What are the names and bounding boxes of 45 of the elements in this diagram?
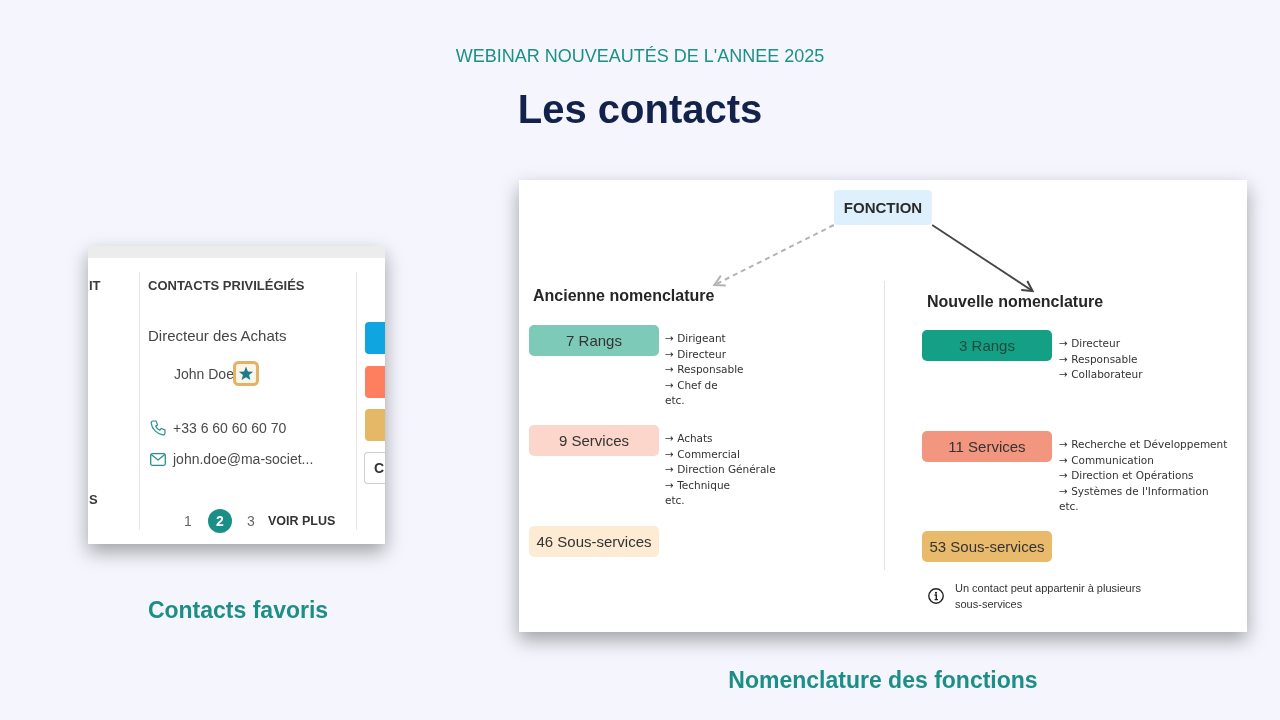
list-item: → Collaborateur — [1059, 367, 1143, 383]
page-number: 3 — [247, 513, 255, 529]
count-box: 53 Sous-services — [922, 531, 1052, 562]
caption-text: Nomenclature des fonctions — [728, 667, 1038, 694]
list-item: → Chef de — [665, 377, 719, 393]
page-number: 1 — [184, 513, 192, 529]
column-heading: IT — [89, 278, 101, 293]
slide-title: Les contacts — [517, 87, 763, 132]
column-heading: CONTACTS PRIVILÉGIÉS — [148, 278, 305, 293]
list-item: → Dirigeant — [665, 331, 727, 346]
job-title: Directeur des Achats — [148, 327, 287, 344]
list-item: → Recherche et Développement — [1059, 437, 1228, 452]
list-item: → Direction et Opérations — [1059, 468, 1195, 484]
section-heading: Ancienne nomenclature — [533, 285, 715, 307]
list-item: → Achats — [665, 431, 714, 446]
contact-name: John Doe — [174, 366, 234, 382]
list-item: → Directeur — [665, 346, 727, 362]
webinar-heading: WEBINAR NOUVEAUTÉS DE L'ANNEE 2025 — [455, 46, 825, 67]
category-tag: FONCTION — [833, 190, 933, 225]
list-item: → Technique — [665, 477, 731, 493]
list-item: → Directeur — [1059, 336, 1121, 351]
list-item: → Communication — [1059, 452, 1155, 468]
section-heading: Nouvelle nomenclature — [927, 291, 1104, 313]
note-text: Un contact peut appartenir à plusieurs sous-services — [955, 581, 1142, 612]
list-item: → Direction Générale — [665, 462, 776, 478]
count-box: 46 Sous-services — [529, 526, 659, 557]
list-item: → Responsable — [665, 362, 744, 378]
more-link: VOIR PLUS — [268, 514, 336, 528]
list-item: etc. — [665, 493, 686, 509]
arrow — [931, 224, 1034, 292]
more-link: S — [89, 492, 98, 507]
list-item: → Systèmes de l'Information — [1059, 483, 1210, 499]
count-box: 11 Services — [922, 431, 1052, 462]
email-address: john.doe@ma-societ... — [173, 451, 314, 467]
dashed-arrow — [713, 224, 835, 287]
phone-number: +33 6 60 60 60 70 — [173, 420, 287, 436]
list-item: → Responsable — [1059, 351, 1139, 367]
list-item: etc. — [1059, 499, 1080, 515]
count-box: 9 Services — [529, 425, 659, 456]
list-item: → Commercial — [665, 446, 741, 462]
action-button: C — [364, 452, 385, 484]
caption-text: Contacts favoris — [147, 597, 329, 624]
count-box: 3 Rangs — [922, 330, 1052, 361]
list-item: etc. — [665, 393, 686, 409]
count-box: 7 Rangs — [529, 325, 659, 356]
